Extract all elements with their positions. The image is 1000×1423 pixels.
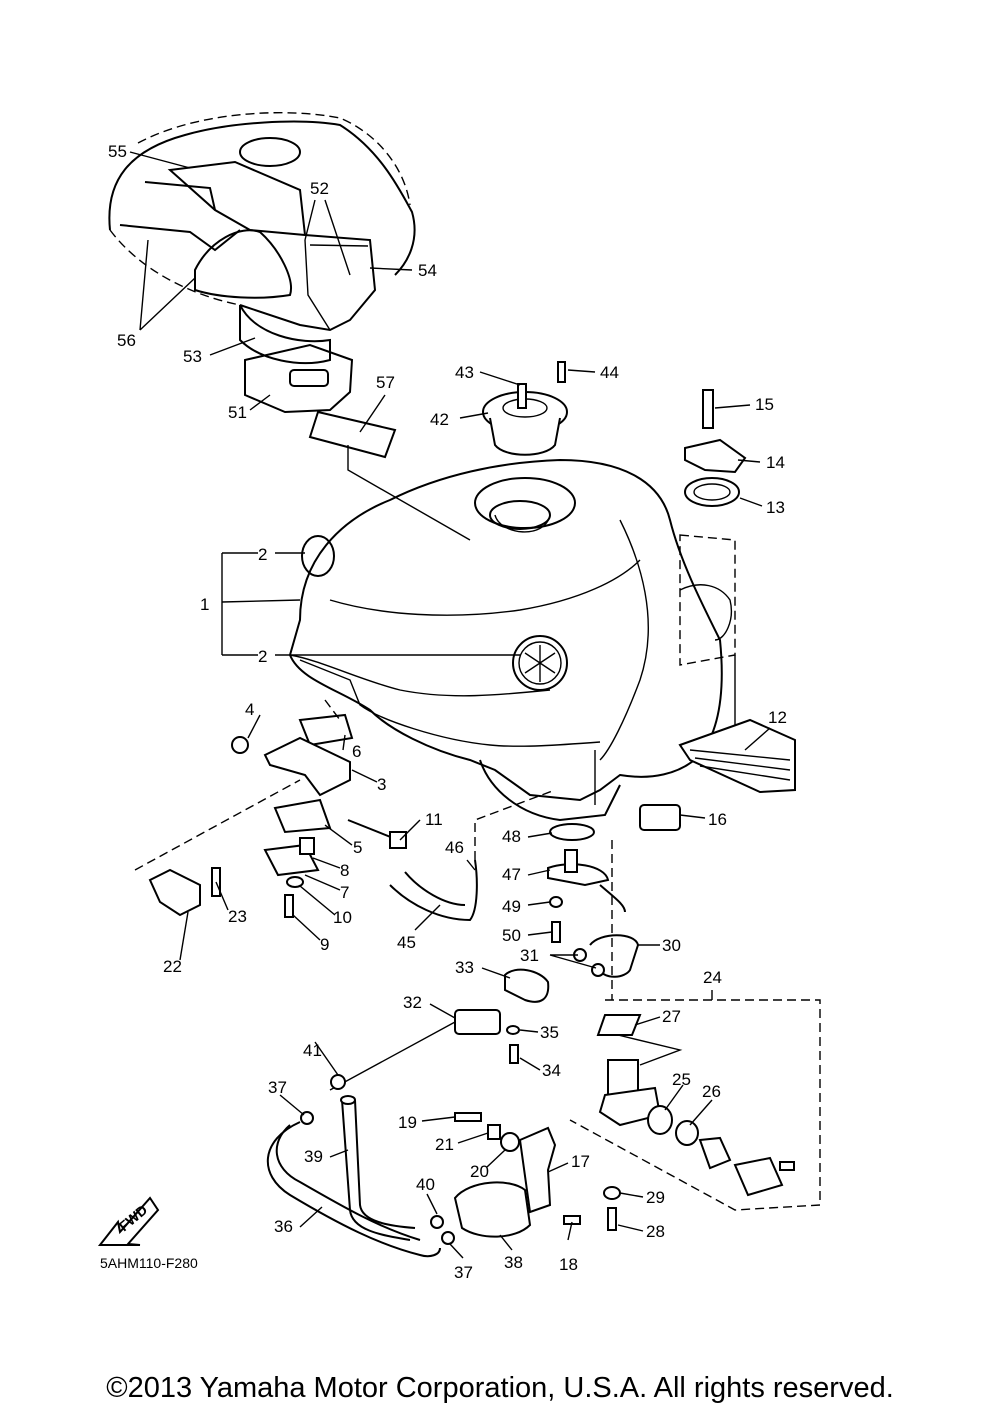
callout-30: 30	[662, 936, 681, 955]
fuel-tank-drawing	[288, 458, 732, 822]
callout-4: 4	[245, 700, 254, 719]
callout-16: 16	[708, 810, 727, 829]
callout-36: 36	[274, 1217, 293, 1236]
callout-42: 42	[430, 410, 449, 429]
callout-25: 25	[672, 1070, 691, 1089]
callout-9: 9	[320, 935, 329, 954]
callout-23: 23	[228, 907, 247, 926]
callout-33: 33	[455, 958, 474, 977]
callout-1: 1	[200, 595, 209, 614]
callout-44: 44	[600, 363, 619, 382]
callout-18: 18	[559, 1255, 578, 1274]
fwd-arrow-label: FWD	[116, 1202, 151, 1235]
fuel-tank-exploded-diagram: FWD	[97, 112, 821, 1282]
breather-hoses	[389, 789, 556, 922]
callout-21: 21	[435, 1135, 454, 1154]
mount-parts	[134, 699, 407, 918]
leader-lines	[129, 151, 771, 1259]
callout-46: 46	[445, 838, 464, 857]
callout-24: 24	[703, 968, 722, 987]
callout-10: 10	[333, 908, 352, 927]
callout-37-upper: 37	[268, 1078, 287, 1097]
drawing-code: 5AHM110-F280	[100, 1255, 198, 1271]
callout-48: 48	[502, 827, 521, 846]
callout-51: 51	[228, 403, 247, 422]
callout-35: 35	[540, 1023, 559, 1042]
forward-arrow-icon: FWD	[97, 1196, 160, 1246]
callout-27: 27	[662, 1007, 681, 1026]
callout-2-upper: 2	[258, 545, 267, 564]
callout-29: 29	[646, 1188, 665, 1207]
callout-43: 43	[455, 363, 474, 382]
fuel-cock-parts	[569, 840, 821, 1231]
callout-12: 12	[768, 708, 787, 727]
callout-19: 19	[398, 1113, 417, 1132]
callout-22: 22	[163, 957, 182, 976]
copyright-notice: ©2013 Yamaha Motor Corporation, U.S.A. A…	[106, 1372, 894, 1404]
callout-37-lower: 37	[454, 1263, 473, 1282]
callout-26: 26	[702, 1082, 721, 1101]
callout-11: 11	[425, 810, 443, 829]
callout-20: 20	[470, 1162, 489, 1181]
callout-14: 14	[766, 453, 785, 472]
callout-15: 15	[755, 395, 774, 414]
fuel-line-parts	[329, 934, 640, 1091]
callout-49: 49	[502, 897, 521, 916]
callout-31: 31	[520, 946, 539, 965]
right-side-parts	[639, 389, 796, 831]
callout-39: 39	[304, 1147, 323, 1166]
callout-41: 41	[303, 1041, 322, 1060]
callout-54: 54	[418, 261, 437, 280]
callout-34: 34	[542, 1061, 561, 1080]
callout-5: 5	[353, 838, 362, 857]
callout-45: 45	[397, 933, 416, 952]
callout-56: 56	[117, 331, 136, 350]
callout-13: 13	[766, 498, 785, 517]
callout-6: 6	[352, 742, 361, 761]
callout-52: 52	[310, 179, 329, 198]
callout-50: 50	[502, 926, 521, 945]
callout-7: 7	[340, 883, 349, 902]
callout-8: 8	[340, 861, 349, 880]
filler-cap-drawing	[482, 361, 568, 456]
callout-17: 17	[571, 1152, 590, 1171]
callout-labels: 55 52 54 56 53 51 57 43 44 42 15 14 13 2…	[100, 142, 787, 1282]
callout-47: 47	[502, 865, 521, 884]
callout-53: 53	[183, 347, 202, 366]
callout-32: 32	[403, 993, 422, 1012]
callout-3: 3	[377, 775, 386, 794]
callout-2-lower: 2	[258, 647, 267, 666]
fuel-sender-parts	[547, 823, 626, 943]
callout-38: 38	[504, 1253, 523, 1272]
callout-57: 57	[376, 373, 395, 392]
callout-55: 55	[108, 142, 127, 161]
tank-cover-drawing	[108, 112, 416, 459]
callout-40: 40	[416, 1175, 435, 1194]
callout-28: 28	[646, 1222, 665, 1241]
